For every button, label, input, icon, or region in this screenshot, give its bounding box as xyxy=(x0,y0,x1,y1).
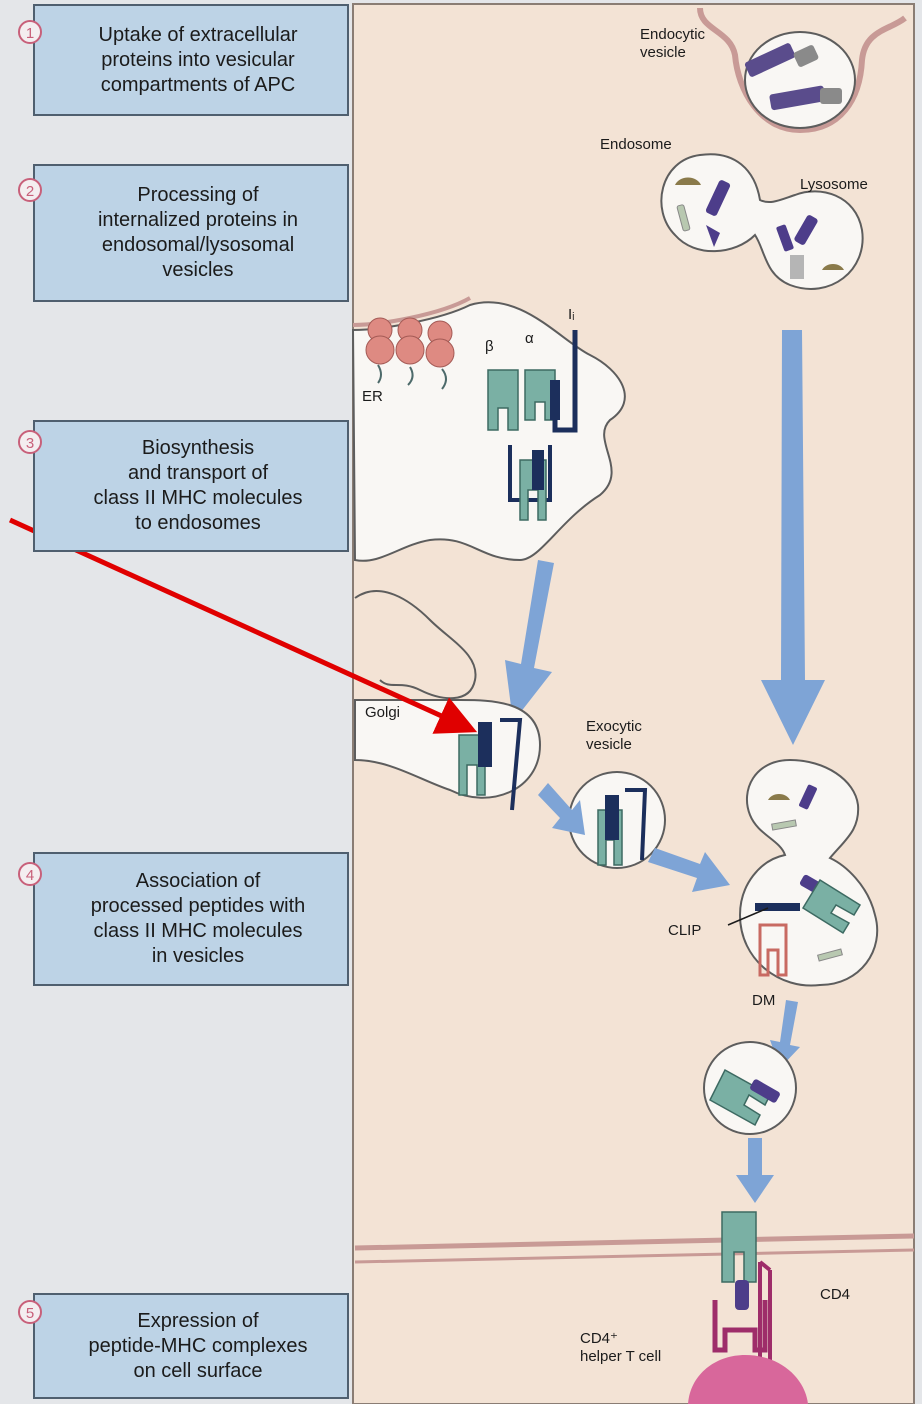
surface-peptide-mhc xyxy=(721,1211,757,1310)
step-3-box: Biosynthesis and transport of class II M… xyxy=(33,420,349,552)
label-dm: DM xyxy=(752,992,776,1009)
label-exocytic-vesicle: Exocytic vesicle xyxy=(586,718,642,753)
label-cd4: CD4 xyxy=(820,1286,851,1303)
label-er: ER xyxy=(362,388,383,405)
arrow-exocytic-to-mhc-vesicle xyxy=(648,848,730,892)
label-invariant-chain: Iᵢ xyxy=(568,306,575,323)
endoplasmic-reticulum xyxy=(351,296,626,562)
arrow-to-cell-surface xyxy=(736,1138,774,1203)
arrow-er-to-golgi xyxy=(505,560,554,722)
endosome-lysosome xyxy=(660,153,864,290)
arrow-golgi-to-exocytic xyxy=(538,783,585,835)
label-alpha: α xyxy=(525,330,534,347)
tcr-and-cd4 xyxy=(712,1260,772,1362)
step-5-number: 5 xyxy=(18,1300,42,1324)
t-cell-body xyxy=(688,1355,808,1404)
label-lysosome: Lysosome xyxy=(800,176,868,193)
label-beta: β xyxy=(485,338,494,355)
label-endosome: Endosome xyxy=(600,136,672,153)
exocytic-vesicle xyxy=(568,771,666,869)
step-1-number: 1 xyxy=(18,20,42,44)
step-1-box: Uptake of extracellular proteins into ve… xyxy=(33,4,349,116)
endocytic-vesicle xyxy=(697,7,907,134)
golgi-apparatus xyxy=(354,590,542,811)
label-clip: CLIP xyxy=(668,922,702,939)
arrow-endosome-to-mhc-vesicle xyxy=(761,330,825,745)
loaded-mhc-vesicle xyxy=(703,1041,797,1135)
label-endocytic-vesicle: Endocytic vesicle xyxy=(640,26,706,61)
label-golgi: Golgi xyxy=(365,704,401,721)
mhc-class-ii-compartment xyxy=(727,758,879,987)
plasma-membrane xyxy=(354,1233,915,1251)
step-5-box: Expression of peptide-MHC complexes on c… xyxy=(33,1293,349,1399)
step-2-number: 2 xyxy=(18,178,42,202)
pointer-arrow xyxy=(8,517,478,734)
step-4-number: 4 xyxy=(18,862,42,886)
step-2-box: Processing of internalized proteins in e… xyxy=(33,164,349,302)
step-4-box: Association of processed peptides with c… xyxy=(33,852,349,986)
label-helper-t-cell: CD4⁺ helper T cell xyxy=(580,1330,662,1365)
step-3-number: 3 xyxy=(18,430,42,454)
